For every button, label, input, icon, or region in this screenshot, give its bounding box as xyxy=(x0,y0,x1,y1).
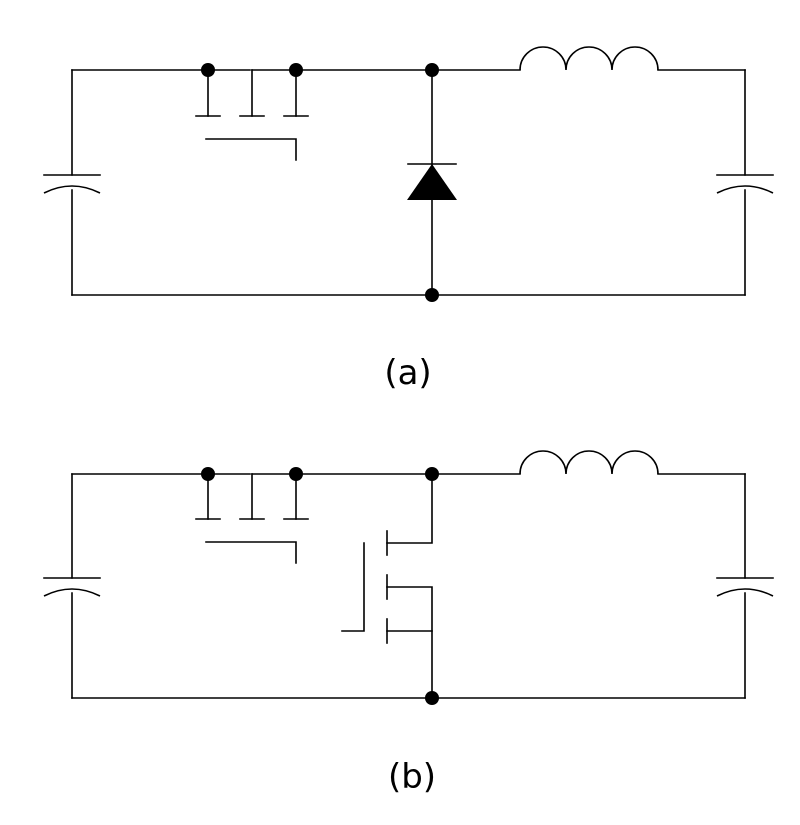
node-a-ground xyxy=(425,288,439,302)
inductor-a xyxy=(519,46,659,71)
node-b-mosfet-right xyxy=(289,467,303,481)
circuit-a xyxy=(43,46,774,302)
input-capacitor-a xyxy=(43,69,101,296)
node-a-mosfet-left xyxy=(201,63,215,77)
node-b-mosfet-left xyxy=(201,467,215,481)
freewheeling-diode-a xyxy=(407,63,457,302)
caption-a: (a) xyxy=(384,353,431,393)
node-a-switch xyxy=(425,63,439,77)
synchronous-mosfet-b xyxy=(341,467,439,705)
circuit-b xyxy=(43,450,774,705)
node-a-mosfet-right xyxy=(289,63,303,77)
input-capacitor-b xyxy=(43,473,101,699)
output-capacitor-a xyxy=(716,69,774,296)
inductor-b xyxy=(519,450,659,475)
node-b-ground xyxy=(425,691,439,705)
node-b-switch xyxy=(425,467,439,481)
mosfet-switch-a xyxy=(195,63,309,161)
mosfet-switch-b xyxy=(195,467,309,564)
caption-b: (b) xyxy=(388,757,436,797)
output-capacitor-b xyxy=(716,473,774,699)
